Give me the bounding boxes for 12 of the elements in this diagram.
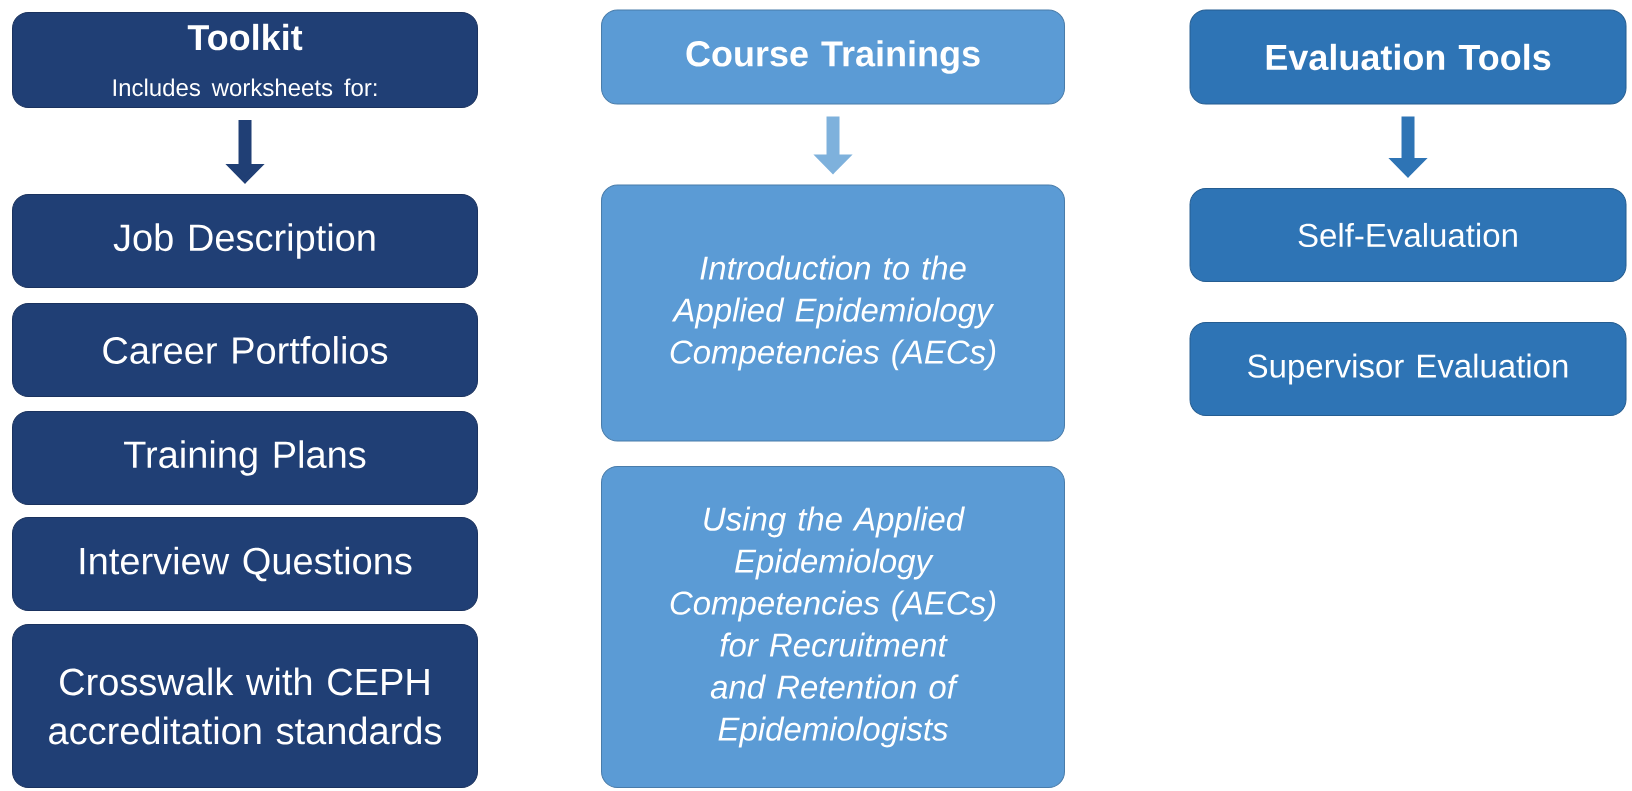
item-box: Supervisor Evaluation [1189,322,1627,416]
item-box: Using the Applied Epidemiology Competencies (AECs) for Recruitment and Retention of Epidemiologists [601,466,1065,788]
item-box: Training Plans [12,411,478,505]
heading-box: Evaluation Tools [1189,9,1627,105]
item-box: Interview Questions [12,517,478,611]
item-box: Crosswalk with CEPH accreditation standards [12,624,478,788]
item-box: Job Description [12,194,478,288]
item-box: Introduction to the Applied Epidemiology Competencies (AECs) [601,184,1065,442]
item-box: Career Portfolios [12,303,478,397]
item-box: Self-Evaluation [1189,188,1627,282]
heading-box: Course Trainings [601,9,1065,105]
heading-box: Toolkit Includes worksheets for: [12,12,478,108]
